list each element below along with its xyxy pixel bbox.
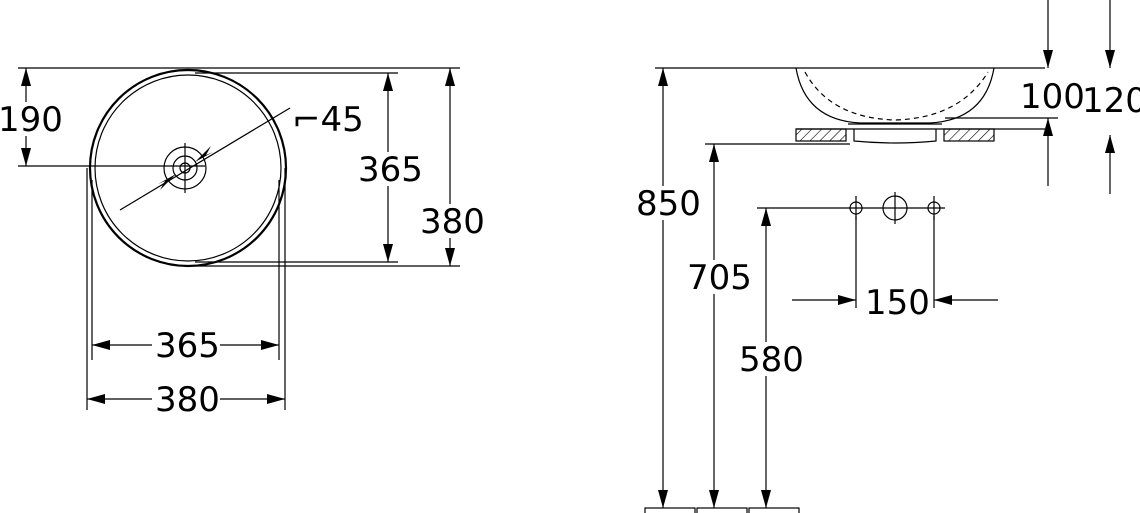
dim-120-arrow-top	[1105, 50, 1115, 68]
dim-380v-arrow-bottom	[445, 248, 455, 266]
dim-705-label: 705	[687, 258, 752, 298]
drain-body	[853, 129, 937, 144]
dim-580-arrow-top	[761, 208, 771, 226]
dim-120-label: 120	[1082, 81, 1140, 121]
basin-outer-circle	[88, 68, 288, 268]
dim-100-label: 100	[1020, 77, 1085, 117]
dim-365h-arrow-left	[92, 340, 110, 350]
bowl-outer	[795, 67, 995, 124]
dim-850-label: 850	[636, 184, 701, 224]
dim-365v-arrow-bottom	[383, 244, 393, 262]
dim-190-arrow-top	[21, 68, 31, 86]
dim-380h-arrow-left	[87, 394, 105, 404]
basin-inner-circle	[94, 74, 282, 262]
dim-380v-label: 380	[420, 202, 485, 242]
dim-190-arrow-bottom	[21, 148, 31, 166]
dim-580-arrow-bottom	[761, 490, 771, 508]
counter-slab-right	[943, 128, 995, 142]
dim-580-label: 580	[739, 340, 804, 380]
dim-diameter-arrow-1	[158, 174, 176, 190]
floor-block-3	[748, 507, 800, 513]
dim-diameter-label: ⌐45	[292, 100, 364, 140]
dim-diameter-arrow-2	[195, 146, 213, 162]
dim-380h-label: 380	[155, 380, 220, 420]
dim-100-arrow-bottom	[1043, 118, 1053, 136]
dim-365h-label: 365	[155, 326, 220, 366]
dim-150-arrow-left	[838, 295, 856, 305]
floor-block-1	[644, 507, 696, 513]
dim-365v-label: 365	[358, 150, 423, 190]
top-view: 190 ⌐45 365 380 365 380	[0, 67, 485, 420]
dim-850-arrow-bottom	[658, 490, 668, 508]
dim-190-label: 190	[0, 100, 63, 140]
dim-150-arrow-right	[934, 295, 952, 305]
bowl-inner-dashed	[804, 71, 989, 121]
dim-380h-arrow-right	[267, 394, 285, 404]
dim-120-arrow-bottom	[1105, 135, 1115, 153]
floor-block-2	[696, 507, 748, 513]
dim-150-label: 150	[865, 283, 930, 323]
dim-100-arrow-top	[1043, 50, 1053, 68]
dim-705-arrow-bottom	[709, 490, 719, 508]
side-view: 850 705 580 150 100	[634, 0, 1140, 513]
dim-diameter-leader	[119, 107, 291, 211]
dim-850-arrow-top	[658, 68, 668, 86]
dim-705-arrow-top	[709, 144, 719, 162]
dim-365v-arrow-top	[383, 73, 393, 91]
dim-365h-arrow-right	[261, 340, 279, 350]
dim-380v-arrow-top	[445, 68, 455, 86]
counter-slab-left	[795, 128, 847, 142]
